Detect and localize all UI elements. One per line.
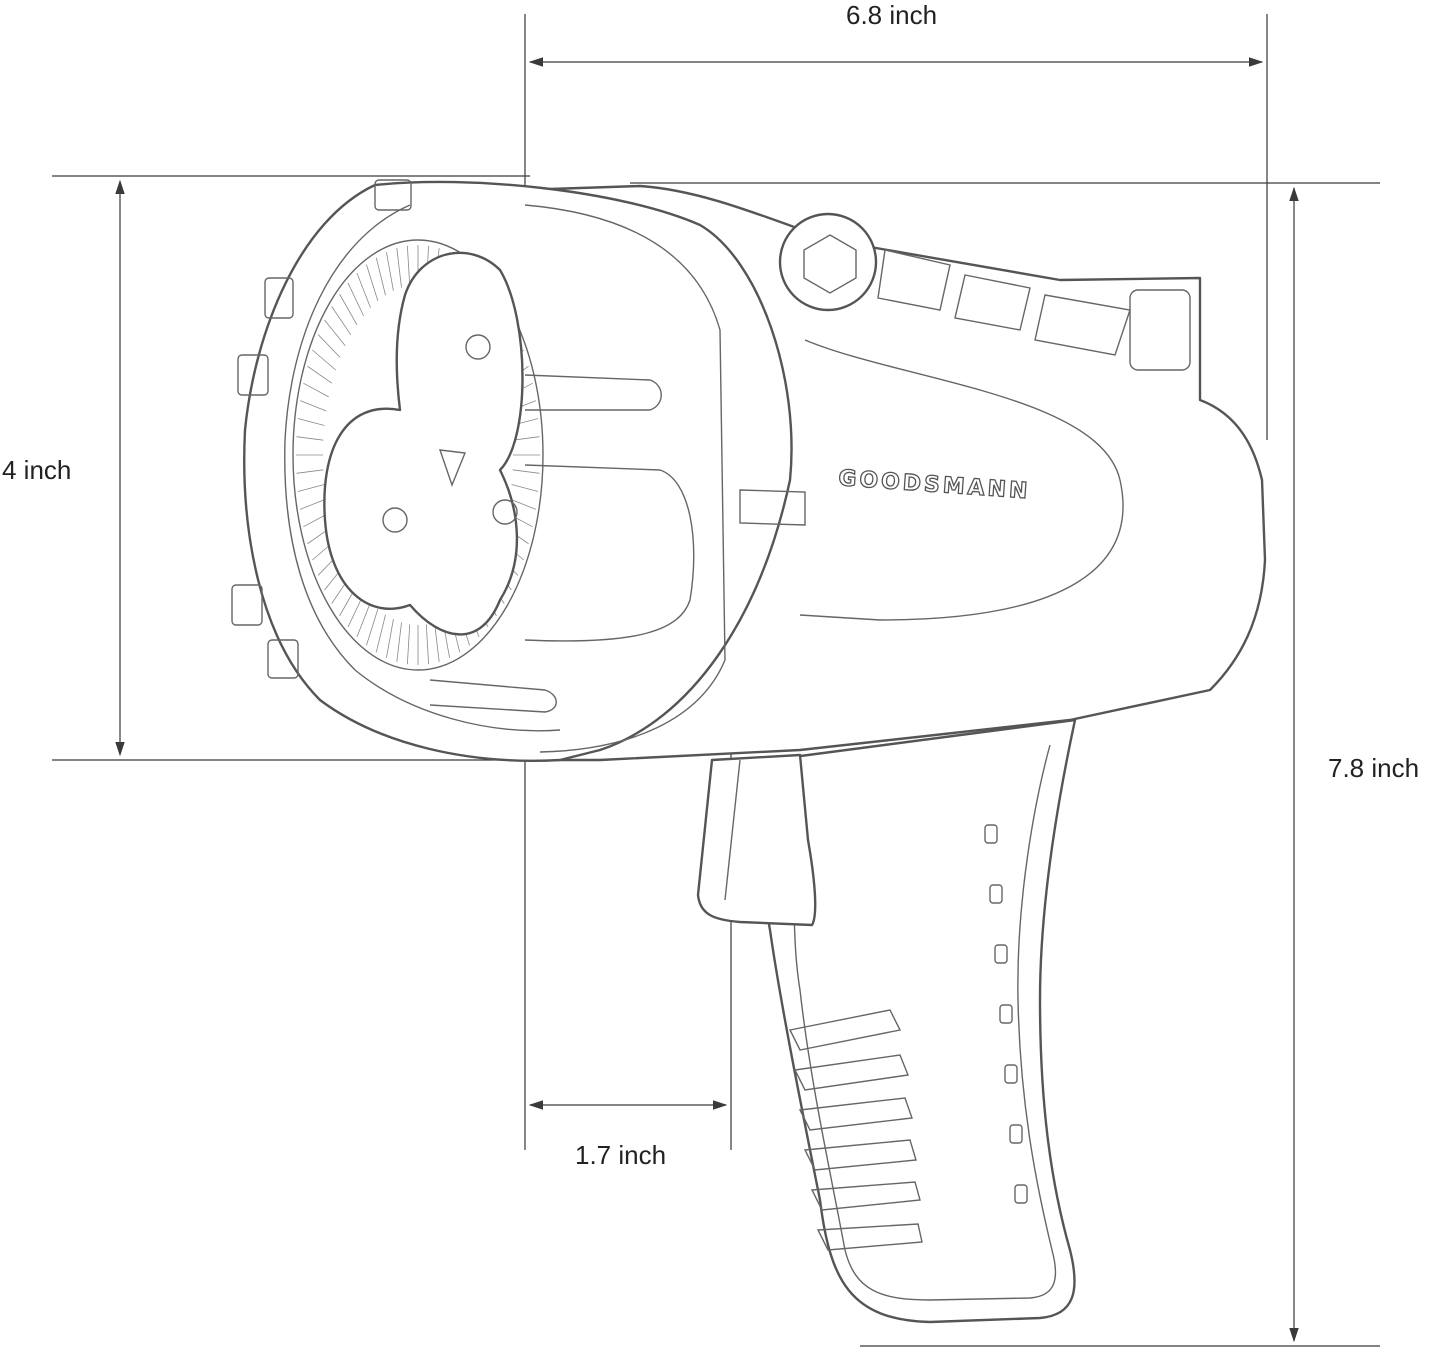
depth-label: 1.7 inch <box>575 1140 667 1170</box>
reflector-ray <box>396 622 402 662</box>
reflector-ray <box>425 624 430 665</box>
reflector-ray <box>331 306 352 336</box>
grip-ribs <box>788 1009 923 1251</box>
led-1 <box>465 334 491 360</box>
bezel-tabs <box>231 179 412 679</box>
grip-handle <box>696 718 1077 1324</box>
reflector-ray <box>375 614 386 653</box>
led-lens <box>323 251 524 636</box>
reflector-ray <box>406 624 411 665</box>
reflector-ray <box>297 484 325 492</box>
lens-marker <box>438 449 466 487</box>
reflector-ray <box>509 498 536 510</box>
reflector-ray <box>296 469 324 474</box>
reflector-ray <box>512 436 540 441</box>
reflector-ray <box>356 272 371 308</box>
reflector-ray <box>307 365 333 384</box>
led-2 <box>382 507 408 533</box>
led-3 <box>492 499 518 525</box>
reflector-ray <box>366 264 379 302</box>
trigger <box>696 753 817 927</box>
reflector-ray <box>386 252 394 291</box>
reflector-ray <box>312 349 336 371</box>
reflector-ray <box>375 257 386 296</box>
reflector-ray <box>396 248 402 288</box>
reflector-ray <box>386 619 394 658</box>
brand-panel <box>799 339 1124 621</box>
reflector-ray <box>339 293 358 325</box>
top-buttons <box>877 249 1191 371</box>
total-height-dimension <box>630 182 1380 1347</box>
head-height-label: 4 inch <box>2 455 72 485</box>
reflector-ray <box>434 622 440 662</box>
reflector-ray <box>300 498 327 510</box>
reflector-ray <box>317 334 341 358</box>
hex-knob <box>778 212 878 312</box>
reflector-ray <box>324 319 346 346</box>
width-label: 6.8 inch <box>846 0 938 30</box>
reflector-ray <box>406 245 411 286</box>
reflector-ray <box>512 469 540 474</box>
reflector-ray <box>300 400 327 412</box>
reflector-ray <box>366 608 379 646</box>
lens-head <box>231 179 806 762</box>
total-height-label: 7.8 inch <box>1328 753 1420 783</box>
head-cage <box>429 204 806 753</box>
reflector-ray <box>303 382 329 398</box>
reflector-ray <box>356 602 371 638</box>
grip-notches <box>984 824 1028 1204</box>
reflector-ray <box>296 436 324 441</box>
reflector-ray <box>347 282 364 316</box>
depth-dimension <box>528 740 732 1150</box>
head-height-dimension <box>52 175 545 761</box>
reflector-ray <box>511 484 539 492</box>
reflector-ray <box>297 418 325 426</box>
